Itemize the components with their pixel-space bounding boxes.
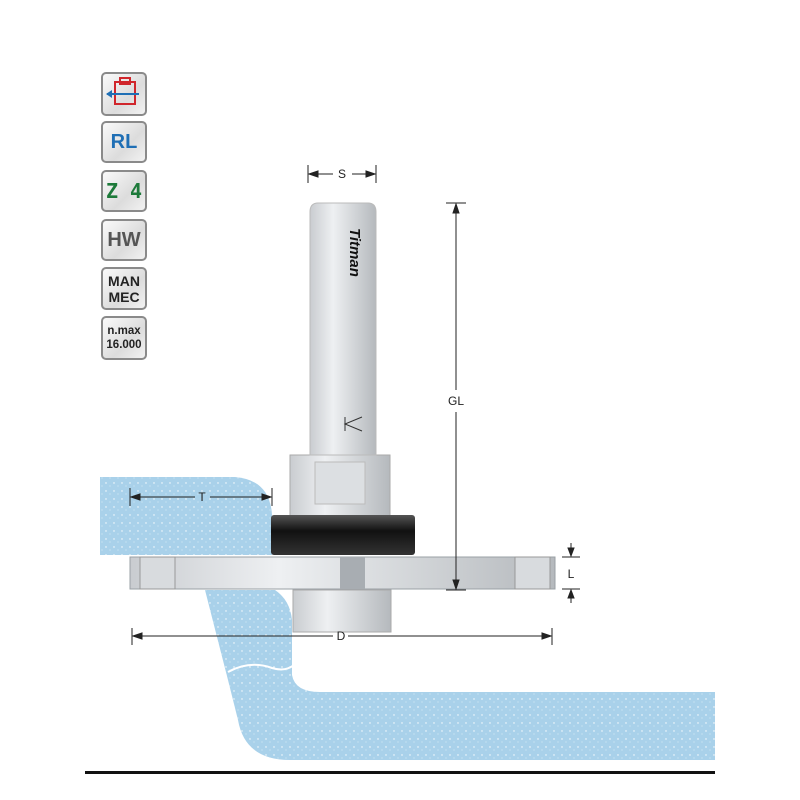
rotation-direction-badge (101, 72, 147, 116)
dim-s: S (338, 167, 346, 181)
dim-gl: GL (448, 394, 464, 408)
material-badge: HW (101, 219, 147, 261)
edge-cut-direction-icon (106, 77, 139, 105)
feed-badge: MAN MEC (101, 267, 147, 310)
shank (309, 202, 377, 456)
feed-line2: MEC (108, 288, 140, 305)
k-mark (343, 416, 363, 432)
speed-line2: 16.000 (106, 339, 142, 351)
base-line (85, 771, 715, 774)
speed-line1: n.max (107, 325, 141, 337)
dim-d: D (337, 629, 346, 643)
dim-l: L (568, 567, 575, 581)
dim-t: T (198, 490, 206, 504)
teeth-badge: Z 4 (101, 170, 147, 212)
speed-badge: n.max 16.000 (101, 316, 147, 360)
workpiece-lower (205, 590, 715, 760)
bearing-ring (271, 515, 415, 555)
brand-logo: Titman (346, 228, 363, 277)
lower-hub (292, 589, 392, 633)
workpiece-upper (100, 477, 272, 555)
dimension-lines (129, 165, 580, 645)
rotation-badge: RL (101, 121, 147, 163)
feed-line1: MAN (108, 272, 140, 289)
crack-line (227, 663, 295, 673)
